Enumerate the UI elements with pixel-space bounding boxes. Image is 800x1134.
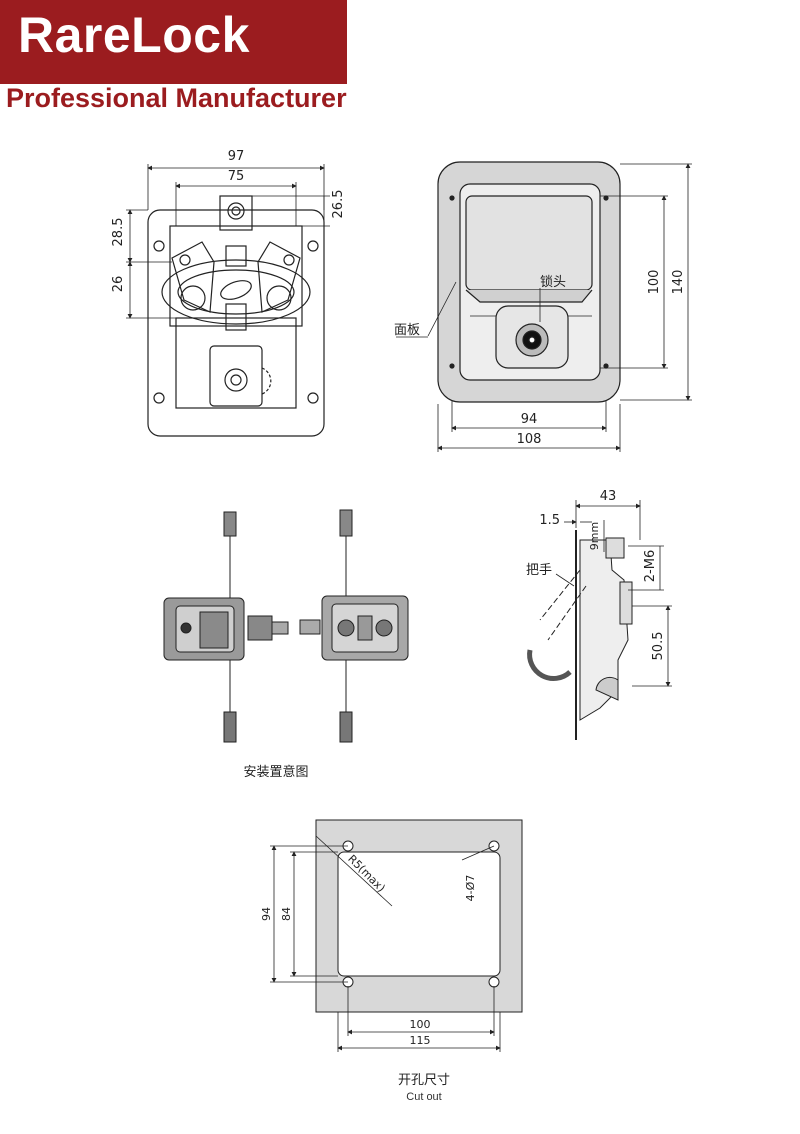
brand-tagline: Professional Manufacturer [6, 83, 347, 113]
dim-108: 108 [517, 432, 542, 447]
install-view [163, 509, 409, 743]
panel-view [396, 161, 692, 452]
front-view [126, 164, 330, 437]
dim-100: 100 [647, 270, 662, 295]
dim-26: 26 [111, 276, 126, 293]
dim-97: 97 [228, 149, 245, 164]
cutout-caption-en: Cut out [406, 1091, 441, 1103]
dim-43: 43 [600, 489, 617, 504]
dim-84-cut: 84 [280, 907, 293, 921]
dim-140: 140 [671, 270, 686, 295]
dim-50-5: 50.5 [651, 632, 666, 661]
dim-26-5: 26.5 [331, 190, 346, 219]
cutout-caption-cn: 开孔尺寸 [398, 1073, 450, 1088]
dim-28-5: 28.5 [111, 218, 126, 247]
dim-1-5: 1.5 [539, 513, 560, 528]
brand-name: RareLock [18, 7, 250, 63]
panel-label: 面板 [394, 323, 420, 338]
dim-94: 94 [521, 412, 538, 427]
dim-2-m6: 2-M6 [643, 550, 658, 582]
dim-75: 75 [228, 169, 245, 184]
dim-4-holes: 4-Ø7 [464, 875, 477, 902]
install-caption: 安装置意图 [243, 764, 308, 780]
dim-115-cut: 115 [410, 1034, 431, 1047]
dim-94-cut: 94 [260, 907, 273, 921]
handle-label: 把手 [526, 563, 552, 578]
dim-100-cut: 100 [410, 1018, 431, 1031]
brand-banner: RareLock [0, 0, 347, 84]
lock-label: 锁头 [540, 274, 566, 290]
cutout-view [270, 819, 523, 1052]
dim-9mm: 9mm [588, 522, 601, 550]
side-view [527, 500, 672, 740]
